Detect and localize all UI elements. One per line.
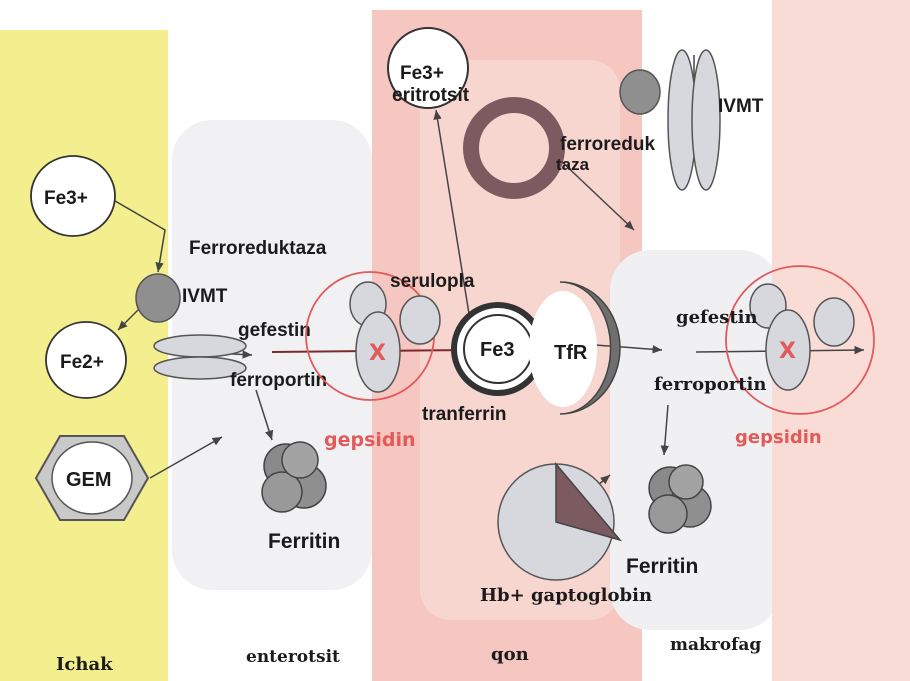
- region-enterotsit: enterotsit: [246, 647, 340, 667]
- fe3-left-label: Fe3+: [44, 188, 88, 209]
- fe3-center-label: Fe3: [480, 339, 514, 361]
- ferroreduktaza-top-label-2: taza: [556, 155, 590, 174]
- ferroreduktaza-top-label-1: ferroreduk: [560, 134, 655, 155]
- fe2-label: Fe2+: [60, 352, 104, 373]
- ivmt-top-channel-right: [692, 50, 720, 190]
- gepsidin-right-label: gepsidin: [735, 427, 822, 448]
- ferroportin-right-label: ferroportin: [654, 374, 766, 395]
- ferritin-right-label: Ferritin: [626, 555, 698, 578]
- ferritin-left-cluster: [262, 442, 326, 512]
- fe3-top-label: Fe3+: [400, 63, 444, 84]
- gem-label: GEM: [66, 469, 112, 491]
- hepcidin-left-ball-2: [400, 296, 440, 344]
- eritrotsit-label: eritrotsit: [392, 85, 470, 106]
- x-right-label: X: [779, 339, 796, 364]
- ivmt-top-label: IVMT: [718, 96, 764, 117]
- ferroreduktaza-label: Ferroreduktaza: [189, 238, 327, 259]
- gefestin-left-label: gefestin: [238, 320, 311, 341]
- ivmt-top-gray-ball: [620, 70, 660, 114]
- hepcidin-right-ball-2: [814, 298, 854, 346]
- gefestin-right-label: gefestin: [676, 307, 758, 328]
- tfr-label: TfR: [554, 342, 588, 364]
- region-qon: qon: [491, 644, 529, 665]
- tranferrin-label: tranferrin: [422, 404, 506, 425]
- x-left-label: X: [369, 341, 386, 366]
- ivmt-left-gray-ball: [136, 274, 180, 322]
- ferritin-left-label: Ferritin: [268, 530, 340, 553]
- ferritin-right-cluster: [649, 465, 711, 533]
- serulopla-label: serulopla: [390, 271, 475, 292]
- region-ichak: Ichak: [56, 654, 113, 675]
- ivmt-left-label: IVMT: [182, 286, 228, 307]
- ferroportin-left-label: ferroportin: [230, 370, 327, 391]
- ferroportin-left-top: [154, 335, 246, 357]
- hb-gaptoglobin-label: Hb+ gaptoglobin: [480, 585, 652, 606]
- region-makrofag: makrofag: [670, 635, 761, 655]
- gepsidin-left-label: gepsidin: [324, 429, 416, 451]
